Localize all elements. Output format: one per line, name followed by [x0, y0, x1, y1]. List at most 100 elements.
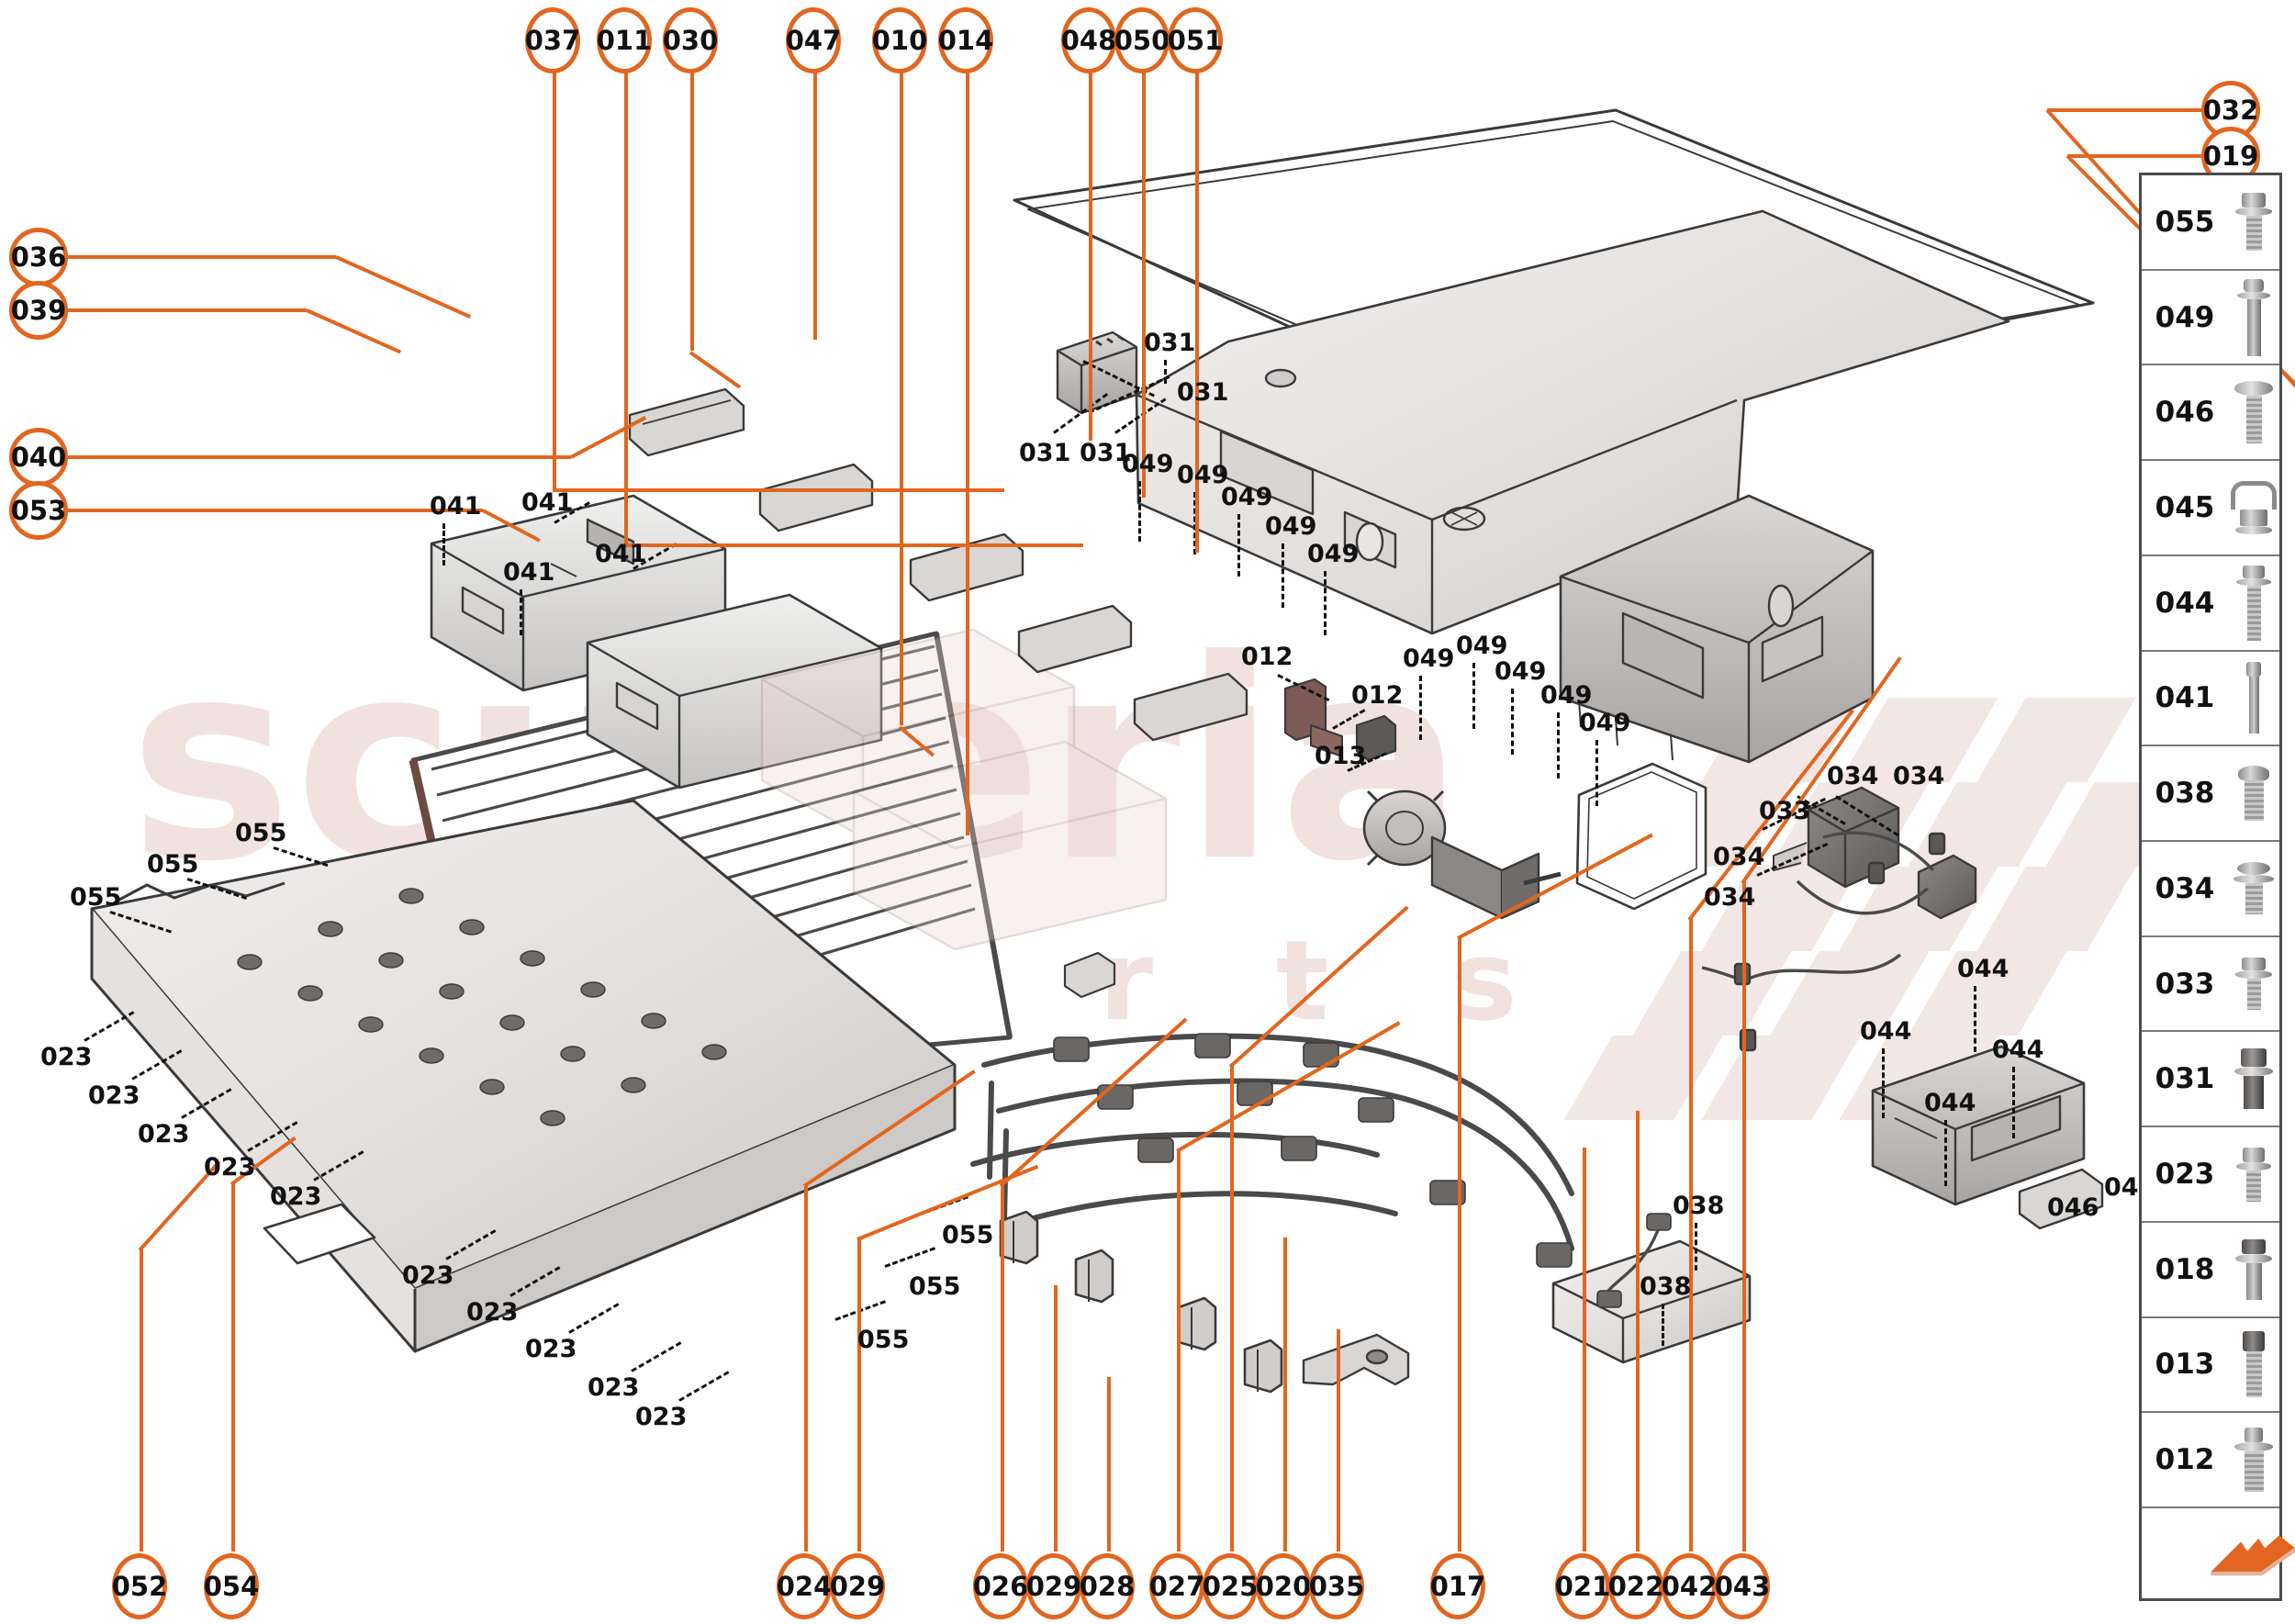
legend-row-023[interactable]: 023: [2142, 1127, 2279, 1223]
callout-bubble-020[interactable]: 020: [1256, 1553, 1311, 1619]
part-label-049: 049: [1221, 483, 1273, 511]
socket-head-cap-screw-thin-icon: [2228, 662, 2279, 734]
part-label-023: 023: [40, 1043, 93, 1071]
callout-bubble-021[interactable]: 021: [1555, 1553, 1610, 1619]
legend-row-033[interactable]: 033: [2142, 937, 2279, 1033]
callout-bubble-051[interactable]: 051: [1168, 7, 1223, 73]
callout-bubble-040[interactable]: 040: [9, 428, 68, 487]
callout-bubble-050[interactable]: 050: [1114, 7, 1170, 73]
callout-bubble-047[interactable]: 047: [786, 7, 841, 73]
callout-bubble-027[interactable]: 027: [1149, 1553, 1204, 1619]
callout-bubble-010[interactable]: 010: [872, 7, 927, 73]
legend-fastener-image: [2228, 365, 2279, 459]
part-label-049: 049: [1540, 681, 1593, 710]
hex-flange-bolt-plain-icon: [2228, 1238, 2279, 1300]
part-label-034: 034: [1713, 843, 1765, 871]
part-label-055: 055: [235, 819, 287, 847]
part-label-041: 041: [595, 540, 647, 568]
legend-row-arrow[interactable]: [2142, 1508, 2295, 1604]
legend-part-number: 023: [2155, 1158, 2215, 1192]
part-label-023: 023: [525, 1335, 577, 1363]
legend-fastener-image: [2228, 1413, 2279, 1506]
part-label-023: 023: [588, 1373, 640, 1402]
callout-bubble-036[interactable]: 036: [9, 228, 68, 286]
part-label-034: 034: [1704, 883, 1756, 912]
part-label-023: 023: [88, 1081, 140, 1110]
part-label-044: 044: [1957, 955, 2010, 983]
part-label-049: 049: [1456, 632, 1508, 660]
callout-bubble-054[interactable]: 054: [204, 1553, 259, 1619]
callout-bubble-048[interactable]: 048: [1061, 7, 1116, 73]
hex-flange-bolt-dark-icon: [2228, 1048, 2279, 1110]
callout-bubble-028[interactable]: 028: [1080, 1553, 1135, 1619]
legend-fastener-image: [2228, 937, 2279, 1031]
torx-button-head-flange-bolt-icon: [2228, 862, 2279, 915]
exploded-assembly-drawing: [90, 108, 2104, 1394]
callout-bubble-053[interactable]: 053: [9, 481, 68, 540]
legend-row-013[interactable]: 013: [2142, 1318, 2279, 1414]
legend-row-018[interactable]: 018: [2142, 1223, 2279, 1318]
legend-row-012[interactable]: 012: [2142, 1413, 2279, 1509]
torx-flange-bolt-long-icon: [2228, 278, 2279, 356]
callout-bubble-030[interactable]: 030: [663, 7, 718, 73]
legend-fastener-image: [2228, 1127, 2279, 1221]
part-label-055: 055: [909, 1272, 961, 1301]
callout-bubble-035[interactable]: 035: [1309, 1553, 1364, 1619]
legend-part-number: 044: [2155, 586, 2215, 620]
callout-bubble-014[interactable]: 014: [938, 7, 993, 73]
callout-bubble-026[interactable]: 026: [973, 1553, 1028, 1619]
part-label-023: 023: [635, 1403, 688, 1431]
legend-row-046[interactable]: 046: [2142, 365, 2279, 462]
legend-row-038[interactable]: 038: [2142, 746, 2279, 843]
part-label-023: 023: [138, 1120, 190, 1148]
callout-bubble-029[interactable]: 029: [1026, 1553, 1081, 1619]
legend-row-055[interactable]: 055: [2142, 175, 2279, 271]
legend-part-number: 045: [2155, 491, 2215, 525]
callout-bubble-043[interactable]: 043: [1715, 1553, 1770, 1619]
callout-bubble-029[interactable]: 029: [830, 1553, 885, 1619]
callout-bubble-042[interactable]: 042: [1662, 1553, 1717, 1619]
part-label-055: 055: [70, 883, 122, 912]
hex-flange-bolt-short-icon: [2228, 193, 2279, 252]
callout-bubble-019[interactable]: 019: [2201, 127, 2260, 185]
callout-bubble-039[interactable]: 039: [9, 281, 68, 340]
part-label-055: 055: [942, 1221, 994, 1249]
legend-row-041[interactable]: 041: [2142, 652, 2279, 747]
callout-bubble-024[interactable]: 024: [777, 1553, 832, 1619]
callout-bubble-011[interactable]: 011: [597, 7, 652, 73]
hex-flange-bolt-long-icon: [2228, 565, 2279, 641]
part-label-023: 023: [466, 1298, 519, 1327]
legend-row-034[interactable]: 034: [2142, 842, 2279, 937]
part-label-055: 055: [147, 850, 199, 879]
callout-bubble-022[interactable]: 022: [1608, 1553, 1663, 1619]
flange-shoulder-bolt-icon: [2228, 1428, 2279, 1493]
callout-bubble-032[interactable]: 032: [2201, 81, 2260, 140]
part-label-049: 049: [1403, 644, 1455, 673]
legend-row-049[interactable]: 049: [2142, 271, 2279, 366]
legend-row-044[interactable]: 044: [2142, 556, 2279, 652]
part-label-044: 044: [1924, 1089, 1976, 1117]
part-label-012: 012: [1241, 643, 1293, 671]
legend-fastener-image: [2228, 461, 2279, 554]
part-label-031: 031: [1019, 439, 1071, 467]
part-label-031: 031: [1080, 439, 1132, 467]
part-label-041: 041: [430, 492, 482, 521]
callout-bubble-037[interactable]: 037: [525, 7, 580, 73]
legend-row-031[interactable]: 031: [2142, 1032, 2279, 1128]
legend-part-number: 012: [2155, 1443, 2215, 1477]
legend-fastener-image: [2228, 842, 2279, 935]
callout-bubble-052[interactable]: 052: [112, 1553, 167, 1619]
part-label-038: 038: [1673, 1192, 1725, 1220]
legend-row-045[interactable]: 045: [2142, 461, 2279, 556]
callout-bubble-017[interactable]: 017: [1430, 1553, 1485, 1619]
legend-fastener-image: [2228, 271, 2279, 364]
part-label-049: 049: [1495, 657, 1547, 686]
legend-part-number: 049: [2155, 300, 2215, 334]
part-label-049: 049: [1177, 461, 1229, 489]
hex-flange-bolt-medium-icon: [2228, 958, 2279, 1011]
part-label-013: 013: [1315, 742, 1367, 770]
part-label-038: 038: [1640, 1272, 1692, 1301]
callout-bubble-025[interactable]: 025: [1203, 1553, 1258, 1619]
part-label-031: 031: [1144, 329, 1196, 357]
